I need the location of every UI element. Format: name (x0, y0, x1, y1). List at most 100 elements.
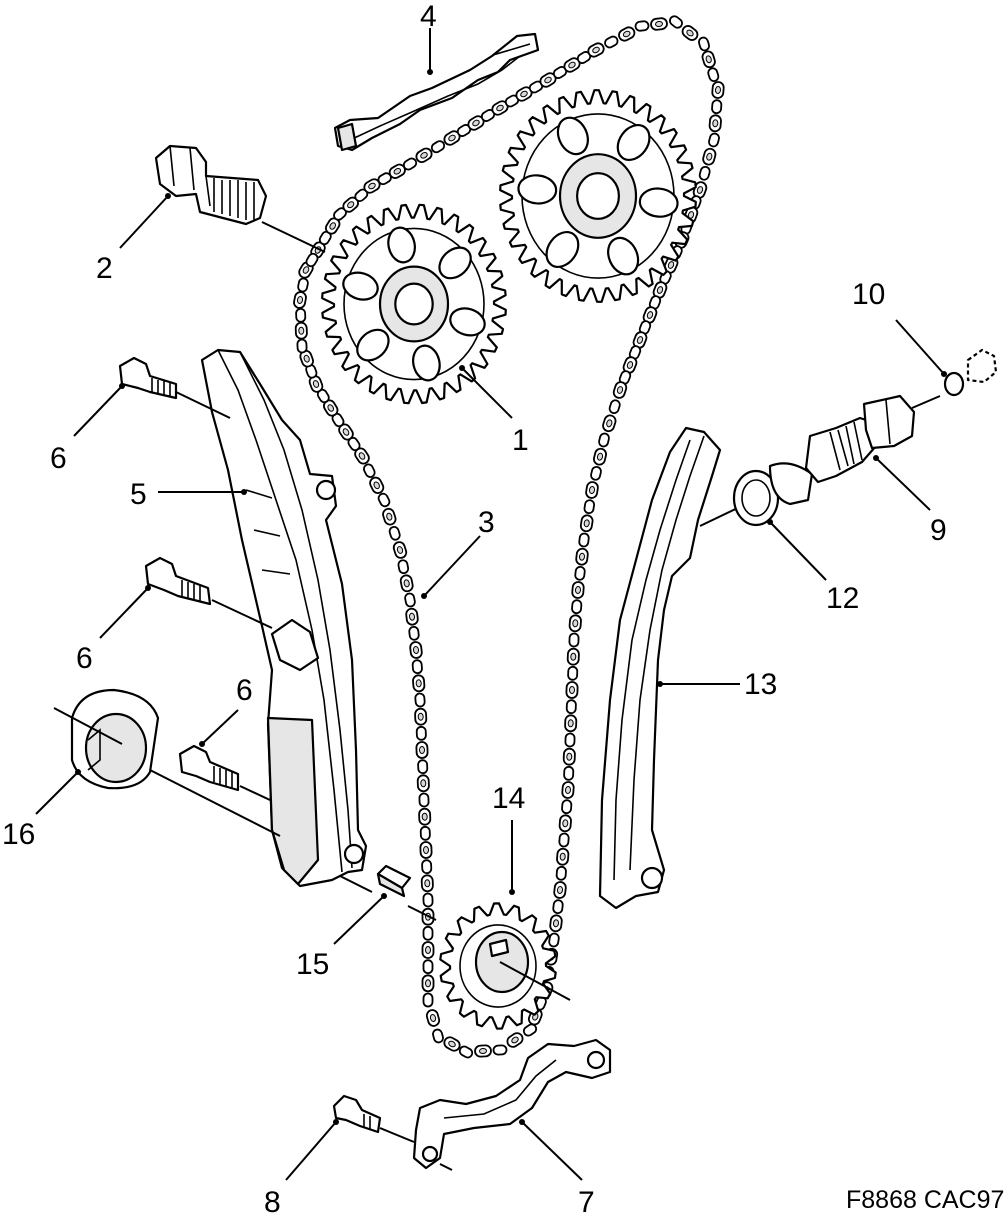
chain-link (404, 592, 416, 608)
guide-bolt-middle (144, 556, 273, 629)
chain-link (382, 507, 397, 526)
callout-6-middle: 6 (76, 642, 93, 675)
callout-12: 12 (826, 582, 859, 615)
chain-link (590, 465, 602, 481)
chain-link (568, 632, 580, 648)
callout-13: 13 (744, 668, 777, 701)
chain-link (418, 807, 432, 826)
callout-8: 8 (264, 1186, 281, 1218)
chain-link (402, 157, 418, 171)
chain-link (369, 476, 385, 494)
chain-link (618, 26, 636, 42)
chain-link (556, 847, 570, 866)
chain-link (708, 114, 722, 133)
chain-link (422, 959, 434, 975)
chain-link (443, 1036, 461, 1052)
chain-link (305, 252, 319, 268)
chain-link (491, 100, 509, 116)
crankshaft-sprocket (439, 902, 571, 1030)
sprocket-bore (394, 282, 434, 326)
sprocket-hole (607, 236, 640, 276)
chain-link (571, 581, 585, 599)
sprocket-hole (556, 116, 589, 156)
sprocket-hole (449, 307, 486, 337)
chain-link (571, 599, 583, 615)
chain-link (421, 941, 435, 959)
chain-link (563, 765, 575, 781)
sprocket-hole (638, 187, 679, 218)
chain-link (702, 147, 717, 166)
chain-link (701, 50, 716, 69)
chain-link (608, 399, 621, 415)
chain-link (430, 140, 446, 154)
camshaft-sprocket-left (321, 203, 507, 405)
chain-link (415, 741, 429, 759)
sprocket-hole (387, 226, 416, 264)
chain-link (295, 307, 307, 323)
sprocket-rim (459, 924, 537, 1008)
sprocket-hole (356, 328, 390, 362)
chain-link (612, 381, 628, 399)
chain-link (604, 35, 619, 49)
chain-link (681, 25, 699, 41)
guide-bolt-lower (178, 744, 271, 801)
chain-link (561, 781, 575, 799)
chain-link (412, 674, 426, 693)
chain-link (294, 321, 308, 340)
chain-link (388, 163, 406, 179)
chain-link (419, 841, 433, 859)
chain-link (711, 81, 725, 99)
chain-link (414, 707, 428, 726)
callout-16: 16 (2, 818, 35, 851)
chain-link (555, 865, 567, 881)
chain-link (506, 1032, 524, 1048)
chain-link (565, 681, 579, 699)
chain-link (558, 814, 572, 833)
callout-6-lower: 6 (236, 674, 253, 707)
callout-15: 15 (296, 948, 329, 981)
chain-link (634, 20, 650, 32)
chain-link (578, 532, 590, 548)
chain-link (399, 574, 414, 593)
chain-link (549, 914, 563, 933)
chain-link (579, 514, 594, 533)
chain-link (422, 892, 434, 908)
chain-link (474, 1044, 492, 1058)
chain-link (575, 547, 589, 566)
callout-14: 14 (492, 782, 525, 815)
chain-link (421, 974, 435, 993)
tensioner-guide-rail (200, 348, 368, 888)
lower-guide-bolt (332, 1094, 453, 1171)
chain-link (411, 659, 423, 675)
sprocket-hole (342, 271, 379, 301)
chain-link (622, 356, 638, 374)
chain-link (418, 792, 430, 808)
chain-link (363, 178, 381, 194)
chain-link (564, 714, 578, 733)
chain-link (598, 432, 610, 448)
chain-link (293, 291, 307, 309)
chain-link (708, 132, 720, 148)
chain-link (414, 692, 426, 708)
sprocket-bore (575, 172, 620, 220)
chain-link (405, 607, 419, 626)
chain-link (558, 832, 570, 848)
chain-link (322, 399, 339, 417)
chain-link (587, 42, 605, 58)
lower-chain-guide (412, 1038, 612, 1170)
chain-link (562, 747, 576, 766)
chain-link (669, 15, 683, 29)
chain-tensioner (768, 394, 941, 506)
callout-10: 10 (852, 278, 885, 311)
chain-link (397, 559, 410, 575)
chain-link (566, 647, 580, 666)
chain-link (707, 67, 720, 83)
chain-link (409, 641, 423, 659)
chain-link (432, 1028, 444, 1044)
chain-link (698, 36, 710, 52)
chain-link (492, 1044, 508, 1056)
sprocket-rim (343, 227, 485, 381)
chain-link (564, 732, 576, 748)
sprocket-bolt (154, 144, 326, 253)
chain-link (388, 525, 401, 541)
